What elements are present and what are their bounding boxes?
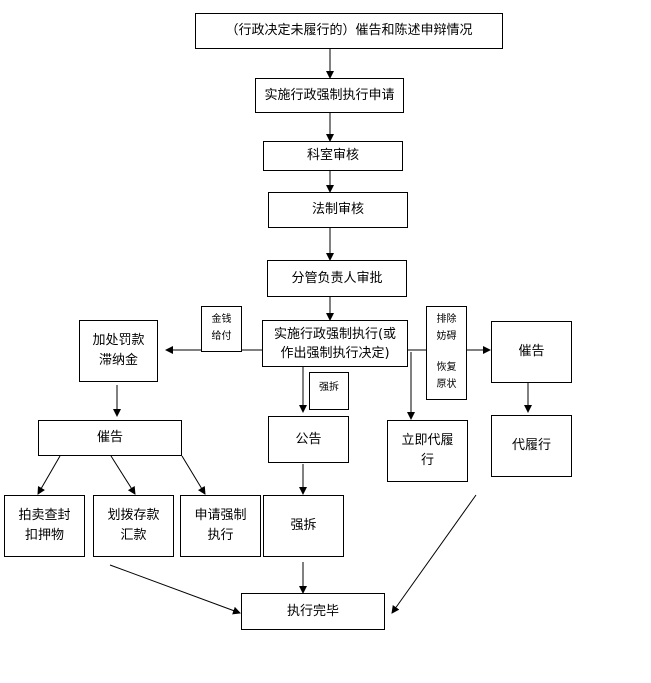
node-leader-approve: 分管负责人审批 bbox=[267, 260, 407, 297]
node-immediate-line1: 立即代履 bbox=[401, 433, 454, 448]
node-auction-line1: 拍卖查封 bbox=[18, 508, 71, 523]
node-auction-line2: 扣押物 bbox=[24, 528, 64, 543]
arrow-auction-to-done bbox=[109, 564, 241, 615]
label-demolish-tag-text: 强拆 bbox=[319, 382, 339, 393]
node-notice-text: 公告 bbox=[295, 431, 322, 447]
node-immediate: 立即代履 行 bbox=[387, 420, 468, 482]
node-demolish-text: 强拆 bbox=[290, 518, 317, 533]
node-demolish: 强拆 bbox=[263, 495, 344, 557]
label-demolish-tag: 强拆 bbox=[309, 372, 349, 410]
node-leader-approve-text: 分管负责人审批 bbox=[291, 270, 383, 286]
node-apply: 实施行政强制执行申请 bbox=[255, 78, 404, 113]
arrow-urge-to-court bbox=[181, 455, 206, 495]
node-urge-right-text: 催告 bbox=[518, 344, 545, 359]
node-apply-text: 实施行政强制执行申请 bbox=[264, 87, 395, 103]
node-decision-line2: 作出强制执行决定) bbox=[280, 345, 390, 361]
node-penalty: 加处罚款 滞纳金 bbox=[79, 320, 158, 382]
node-start: （行政决定未履行的）催告和陈述申辩情况 bbox=[195, 13, 503, 49]
node-decision-line1: 实施行政强制执行(或 bbox=[273, 326, 397, 342]
node-legal-review-text: 法制审核 bbox=[311, 202, 364, 217]
node-transfer-line1: 划拨存款 bbox=[107, 508, 160, 523]
label-remove-line1: 排除 bbox=[436, 314, 457, 325]
node-dept-review-text: 科室审核 bbox=[306, 148, 359, 163]
node-penalty-line1: 加处罚款 bbox=[92, 333, 145, 348]
label-restore-line1: 恢复 bbox=[436, 362, 457, 373]
node-urge-left: 催告 bbox=[38, 420, 182, 456]
node-urge-right: 催告 bbox=[491, 321, 572, 383]
node-immediate-line2: 行 bbox=[420, 453, 434, 468]
node-proxy: 代履行 bbox=[491, 415, 572, 477]
node-legal-review: 法制审核 bbox=[268, 192, 408, 228]
node-done-text: 执行完毕 bbox=[286, 603, 339, 619]
node-court-line2: 执行 bbox=[207, 528, 234, 543]
node-urge-left-text: 催告 bbox=[96, 430, 123, 445]
label-remove-restore: 排除 妨碍 恢复 原状 bbox=[426, 306, 467, 400]
node-done: 执行完毕 bbox=[241, 593, 385, 630]
label-money-line2: 给付 bbox=[211, 331, 232, 342]
node-court-line1: 申请强制 bbox=[194, 508, 247, 523]
label-restore-line2: 原状 bbox=[436, 379, 457, 390]
arrow-urge-to-transfer bbox=[110, 455, 136, 495]
label-remove-line2: 妨碍 bbox=[436, 331, 457, 342]
label-money-payment: 金钱 给付 bbox=[201, 306, 242, 352]
node-penalty-line2: 滞纳金 bbox=[98, 353, 138, 368]
label-money-line1: 金钱 bbox=[211, 314, 232, 325]
node-dept-review: 科室审核 bbox=[263, 141, 403, 171]
node-court: 申请强制 执行 bbox=[180, 495, 261, 557]
node-auction: 拍卖查封 扣押物 bbox=[4, 495, 85, 557]
node-decision: 实施行政强制执行(或 作出强制执行决定) bbox=[262, 320, 408, 367]
node-notice: 公告 bbox=[268, 416, 349, 463]
arrow-proxy-to-done bbox=[391, 494, 477, 614]
node-proxy-text: 代履行 bbox=[511, 438, 551, 453]
node-transfer-line2: 汇款 bbox=[120, 528, 147, 543]
node-start-text: （行政决定未履行的）催告和陈述申辩情况 bbox=[225, 23, 473, 38]
node-transfer: 划拨存款 汇款 bbox=[93, 495, 174, 557]
arrow-urge-to-auction bbox=[37, 455, 61, 495]
